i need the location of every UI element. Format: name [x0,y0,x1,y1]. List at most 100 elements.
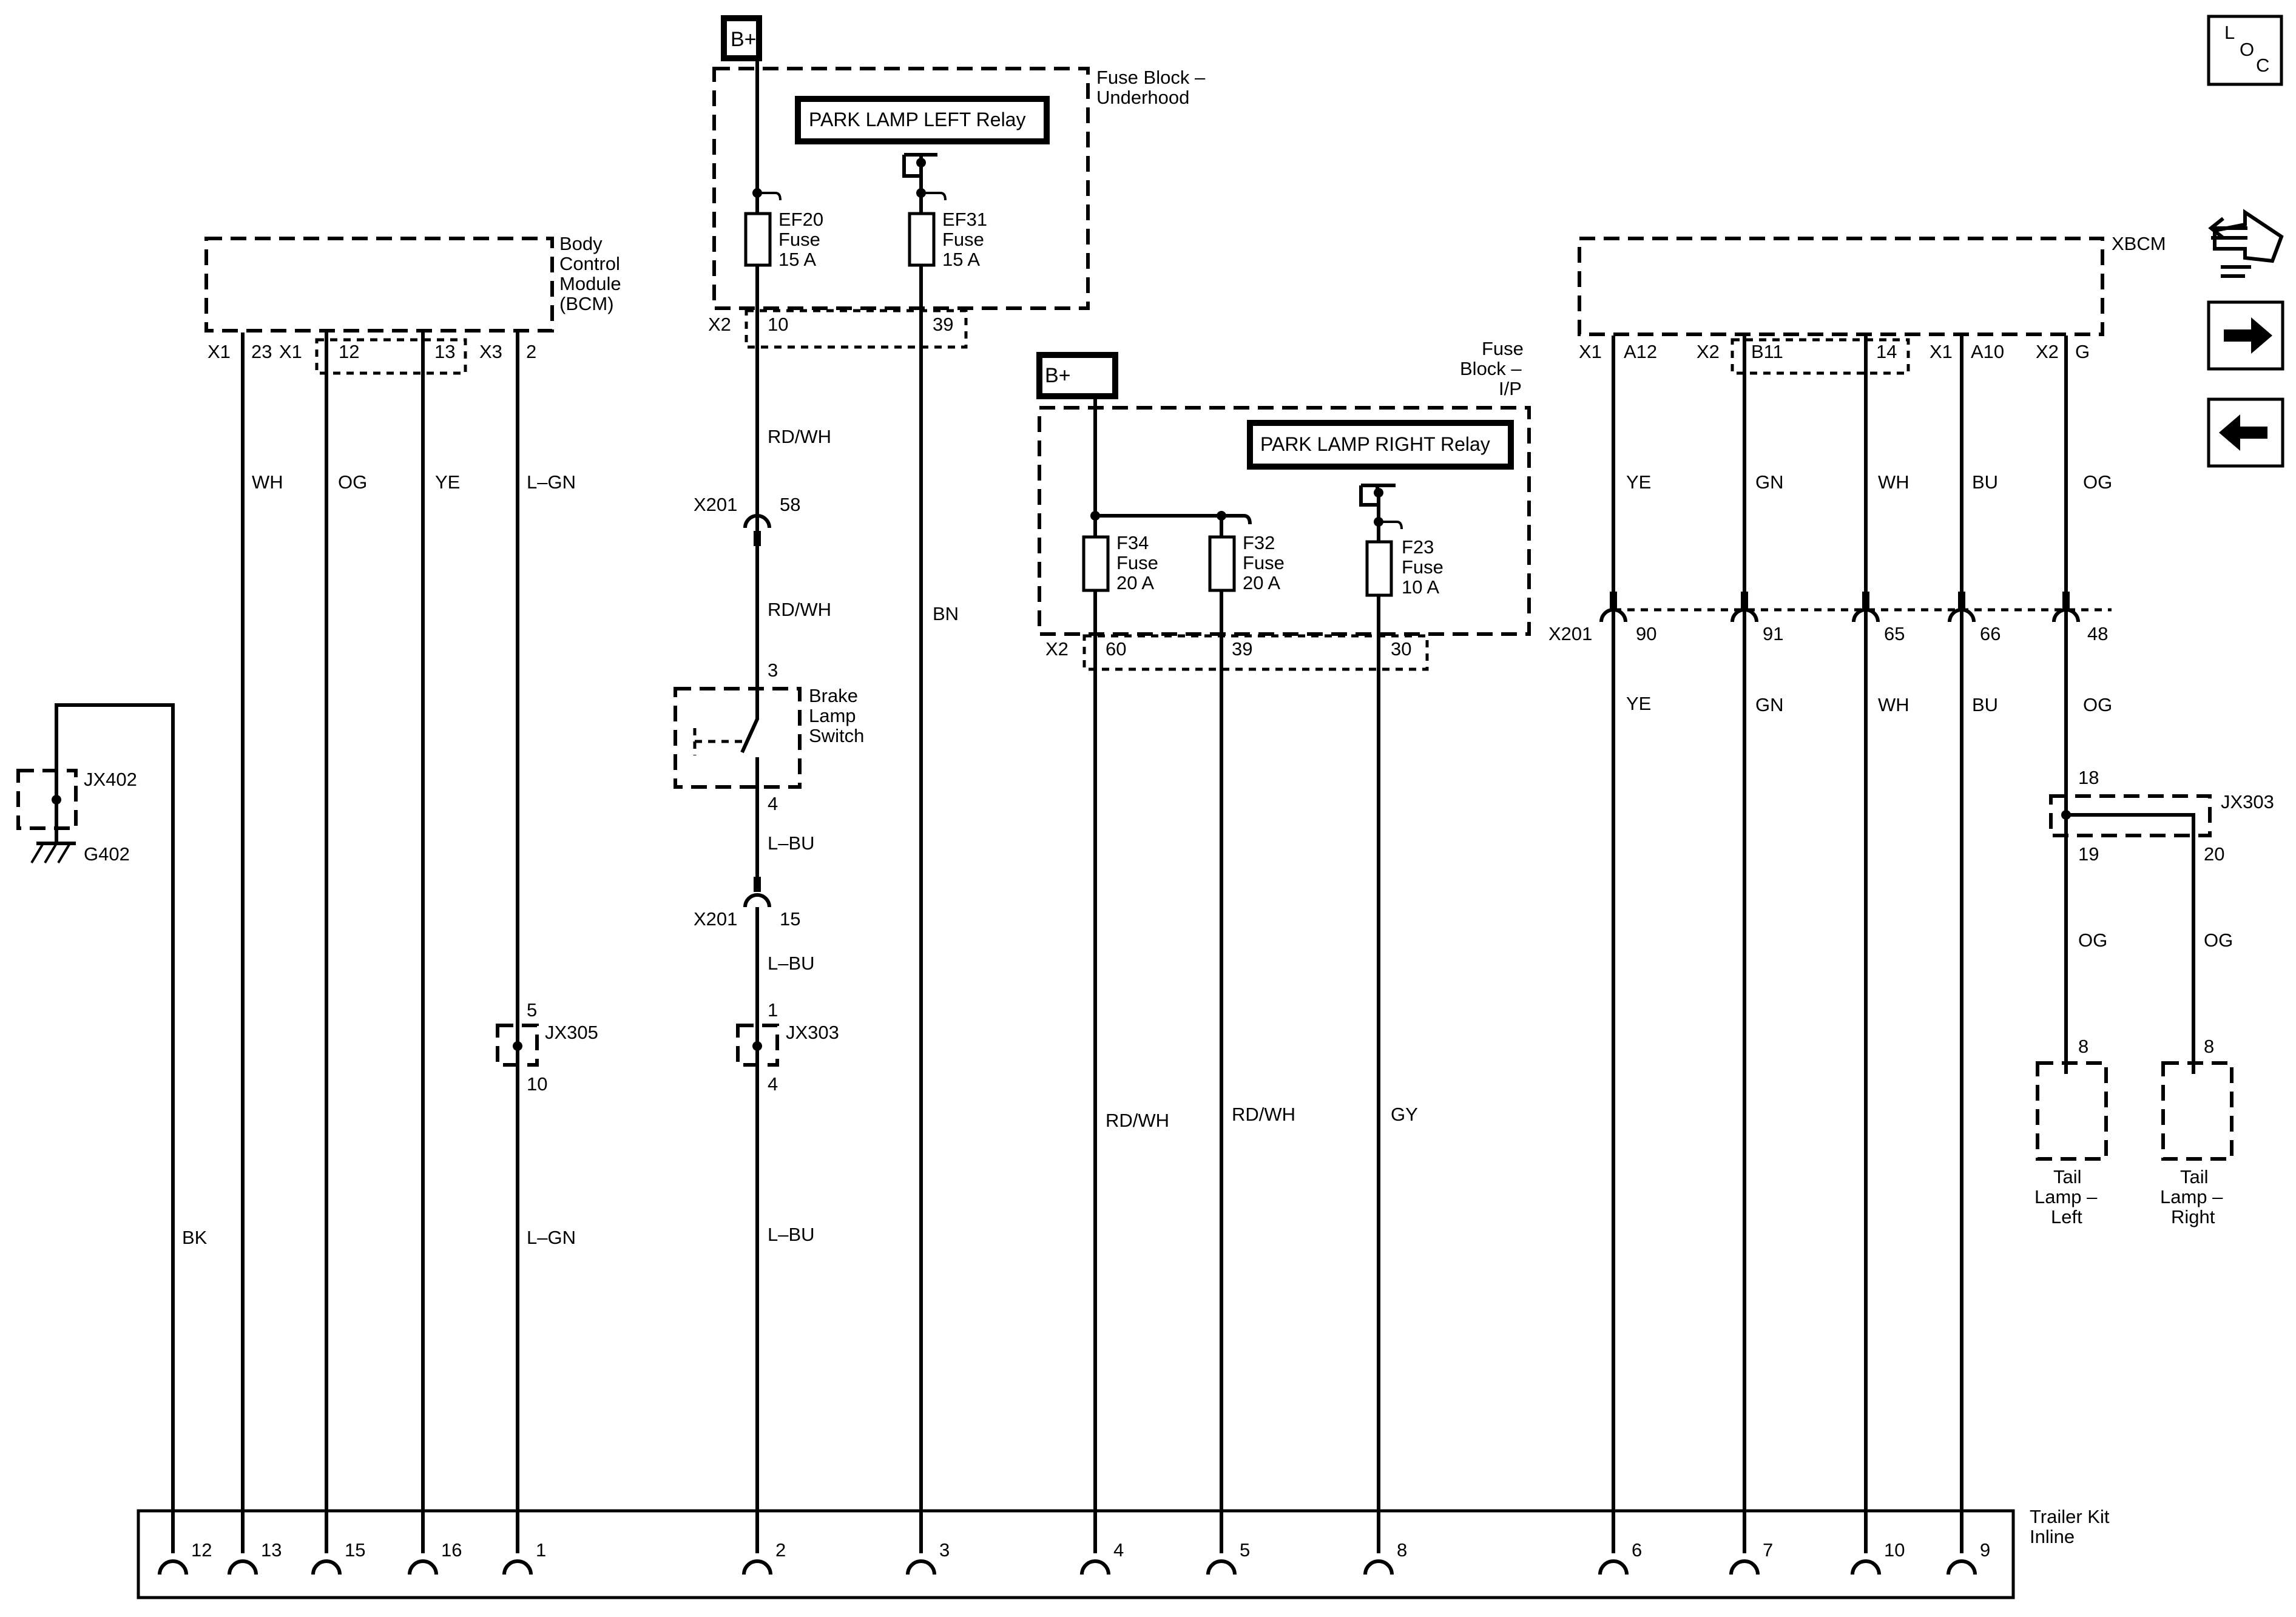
loc-letter-o: O [2240,39,2254,60]
f23-rating: 10 A [1402,576,1439,598]
jx305-splice: 5 JX305 10 [496,999,598,1095]
tail-right-wire-og: OG [2204,930,2233,951]
tail-right-pin-8: 8 [2204,1036,2214,1057]
fbu-name-line2: Underhood [1096,87,1189,108]
wire-rdwh-label-2: RD/WH [768,599,831,620]
jx402-label: JX402 [84,769,137,790]
xbcm-wire-bu-2: BU [1972,694,1998,715]
trailer-kit-inline-connector: Trailer Kit Inline [137,1506,2110,1599]
tail-lamp-circuit: 18 JX303 19 20 OG OG 8 8 Tail Lamp – Lef… [2034,767,2274,1227]
fbip-pin-39: 39 [1232,638,1252,660]
wire-ye-label: YE [435,471,460,493]
park-lamp-left-relay-label: PARK LAMP LEFT Relay [809,109,1025,130]
jx305-pin-5: 5 [527,999,537,1021]
xbcm-pin-14: 14 [1876,341,1897,362]
x201-pin-90: 90 [1636,623,1656,644]
wire-gy-label: GY [1391,1104,1418,1125]
trailer-pin-label: 16 [441,1539,462,1561]
fbu-name-line1: Fuse Block – [1096,67,1206,88]
bcm-conn-x1: X1 [208,341,231,362]
bcm-conn-x1b: X1 [279,341,302,362]
jx303r-pin-18: 18 [2078,767,2099,788]
trailer-pin-terminal [906,1559,936,1575]
trailer-pin-label: 8 [1397,1539,1407,1561]
f23-label: F23 [1402,536,1434,558]
xbcm-wire-gn: GN [1755,471,1784,493]
trailer-pin-terminal [1729,1559,1760,1575]
wire-rdwh-label-4: RD/WH [1232,1104,1295,1125]
park-lamp-right-relay-label: PARK LAMP RIGHT Relay [1260,433,1490,455]
fbip-name-line2: Block – [1460,358,1522,379]
jx303r-pin-20: 20 [2204,843,2224,865]
x201-label-a: X201 [694,494,737,515]
ef20-rating: 15 A [778,249,816,270]
tail-right-name-2: Lamp – [2160,1186,2223,1207]
jx303-pin-1: 1 [768,999,778,1021]
tail-left-name-2: Lamp – [2034,1186,2098,1207]
wire-lbu-label-3: L–BU [768,1224,815,1245]
xbcm-wire-ye-2: YE [1626,693,1651,714]
trailer-pin-terminal [1080,1559,1110,1575]
ef20-fuse-label: Fuse [778,229,820,250]
ground-circuit: JX402 G402 BK [16,703,208,1553]
trailer-inline-label: Inline [2030,1526,2075,1547]
bcm-name-line2: Control [559,253,620,274]
jx305-pin-10: 10 [527,1073,547,1095]
tail-lamp-left [2036,1061,2108,1161]
xbcm-pin-b11: B11 [1751,341,1783,362]
bcm-name-line3: Module [559,273,621,294]
ef31-label: EF31 [942,209,987,230]
loc-box[interactable]: L O C [2207,15,2283,86]
trailer-pin-label: 7 [1763,1539,1773,1561]
x201-pin-15: 15 [780,908,800,930]
loc-letter-l: L [2224,22,2235,43]
fuse-block-underhood: Fuse Block – Underhood B+ PARK LAMP LEFT… [708,15,1206,1553]
jx305-label: JX305 [545,1022,598,1043]
arrow-left-icon [2219,414,2267,451]
back-arrow-button[interactable] [2207,397,2284,468]
trailer-pin-label: 12 [191,1539,212,1561]
x201-label-b: X201 [694,908,737,930]
x201-pin-65: 65 [1884,623,1905,644]
wire-rdwh-label-1: RD/WH [768,426,831,447]
trailer-pin-label: 5 [1240,1539,1250,1561]
x201-pin-66: 66 [1980,623,2001,644]
f23-fuse-label: Fuse [1402,556,1443,578]
tail-right-name-1: Tail [2180,1166,2209,1187]
tail-right-name-3: Right [2171,1206,2215,1227]
xbcm-pin-a12: A12 [1624,341,1657,362]
xbcm-conn-x1: X1 [1579,341,1602,362]
trailer-pin-label: 2 [775,1539,786,1561]
ef31-fuse [908,212,936,267]
ef31-rating: 15 A [942,249,980,270]
b-plus-label-2: B+ [1045,364,1071,387]
jx303r-pin-19: 19 [2078,843,2099,865]
wire-bn-label: BN [933,603,959,624]
tail-lamp-right [2161,1061,2234,1161]
trailer-pin-terminal [1947,1559,1977,1575]
wire-lbu-label-1: L–BU [768,832,815,854]
tail-left-name-1: Tail [2053,1166,2082,1187]
xbcm-x201-label: X201 [1548,623,1592,644]
xbcm-conn-x2: X2 [1697,341,1720,362]
bk-wire-label: BK [182,1227,208,1248]
x201-pin-58: 58 [780,494,800,515]
service-icon[interactable] [2208,209,2284,278]
fbip-name-line1: Fuse [1482,338,1524,359]
fuse-block-ip: Fuse Block – I/P B+ PARK LAMP RIGHT Rela… [1036,338,1531,1553]
jx303-label-right: JX303 [2221,791,2274,812]
trailer-pin-label: 9 [1980,1539,1990,1561]
wire-lgn-label-lower: L–GN [527,1227,576,1248]
f34-rating: 20 A [1116,572,1154,593]
f32-fuse-label: Fuse [1243,552,1285,573]
xbcm-wire-og: OG [2083,471,2112,493]
f32-fuse [1208,535,1236,592]
fbip-conn-x2: X2 [1045,638,1069,660]
f34-label: F34 [1116,532,1149,553]
forward-arrow-button[interactable] [2207,300,2284,371]
bcm-conn-x3: X3 [479,341,502,362]
fbip-pin-60: 60 [1106,638,1126,660]
arrow-right-icon [2224,317,2272,354]
b-plus-label-1: B+ [731,28,757,51]
jx303-label-left: JX303 [786,1022,839,1043]
